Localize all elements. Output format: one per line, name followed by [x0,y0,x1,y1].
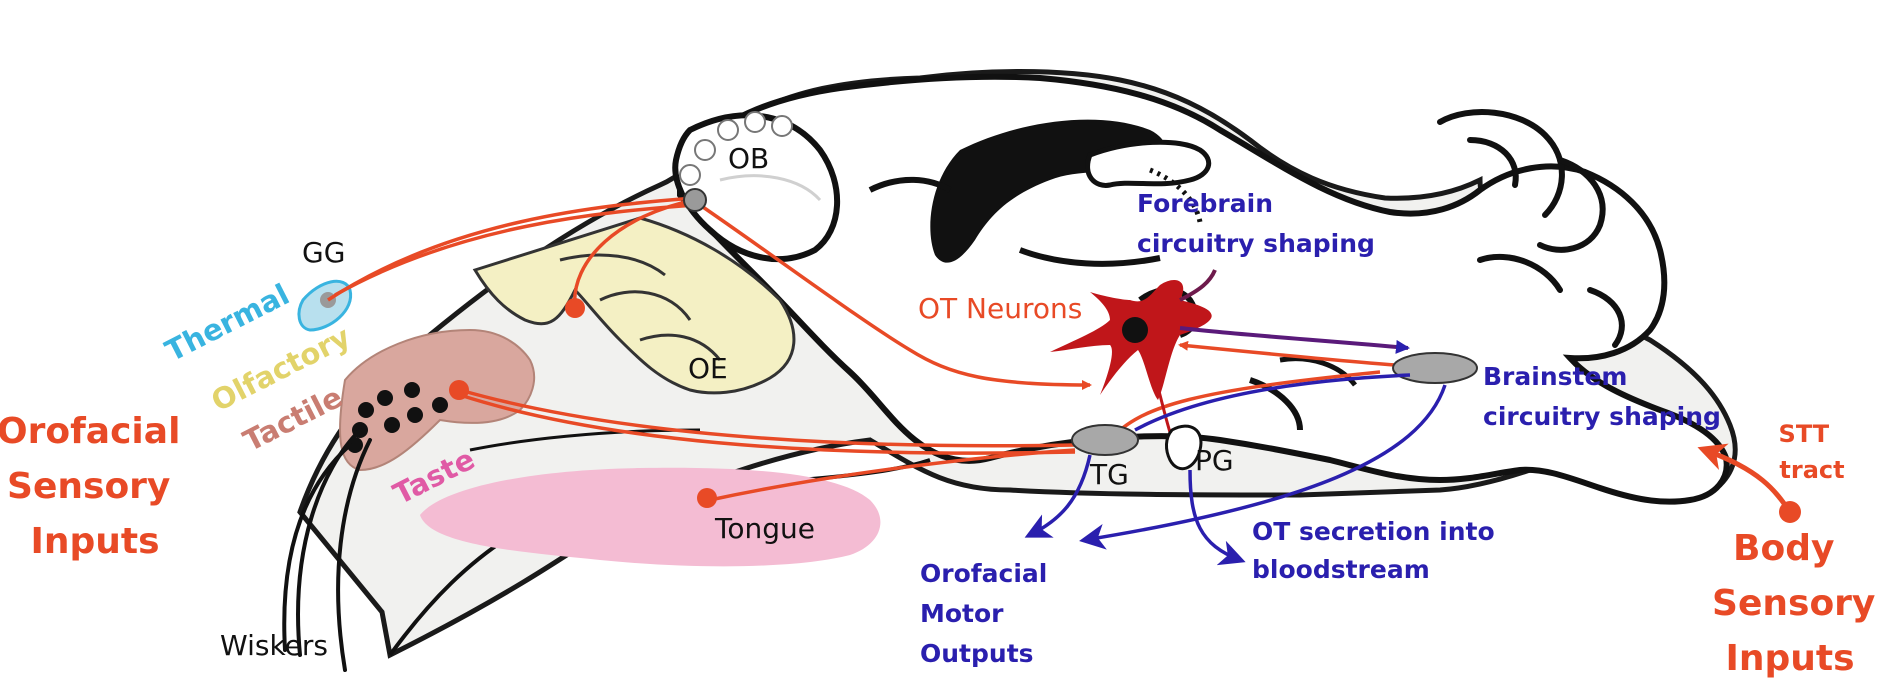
ot-neuron [1050,280,1212,400]
label-wiskers: Wiskers [220,629,328,662]
ot-axon-forebrain [1179,269,1217,302]
trigeminal-ganglion [1071,424,1139,456]
label-gg: GG [302,236,345,269]
body-sensory-heading: Body Sensory Inputs [1712,528,1888,679]
brainstem-nucleus [1392,352,1478,384]
whisker-pads [347,382,448,453]
cerebellum [1437,109,1625,348]
forebrain-label: Forebrain circuitry shaping [1137,189,1375,258]
orofacial-motor-label: Orofacial Motor Outputs [920,559,1056,668]
motor-pathways [1024,373,1447,566]
whiskers [282,428,372,672]
label-oe: OE [688,352,728,385]
stt-tract-label: STT tract [1779,420,1845,484]
pituitary-gland [1165,424,1203,471]
glomeruli [679,111,793,186]
tongue [420,467,881,567]
ot-secretion-label: OT secretion into bloodstream [1252,517,1503,584]
olfactory-epithelium [472,216,796,395]
label-pg: PG [1195,444,1234,477]
label-tg: TG [1089,458,1129,491]
orofacial-sensory-heading: Orofacial Sensory Inputs [0,411,193,562]
label-ob: OB [728,142,769,175]
ot-axon-brainstem [1179,326,1410,354]
label-ot-neurons: OT Neurons [918,292,1082,325]
turbinate-scrolls [559,253,722,361]
ob-mitral-cell [683,188,707,212]
brainstem-label: Brainstem circuitry shaping [1483,362,1721,431]
nerve-endpoints [449,298,717,508]
label-tongue: Tongue [714,512,815,545]
